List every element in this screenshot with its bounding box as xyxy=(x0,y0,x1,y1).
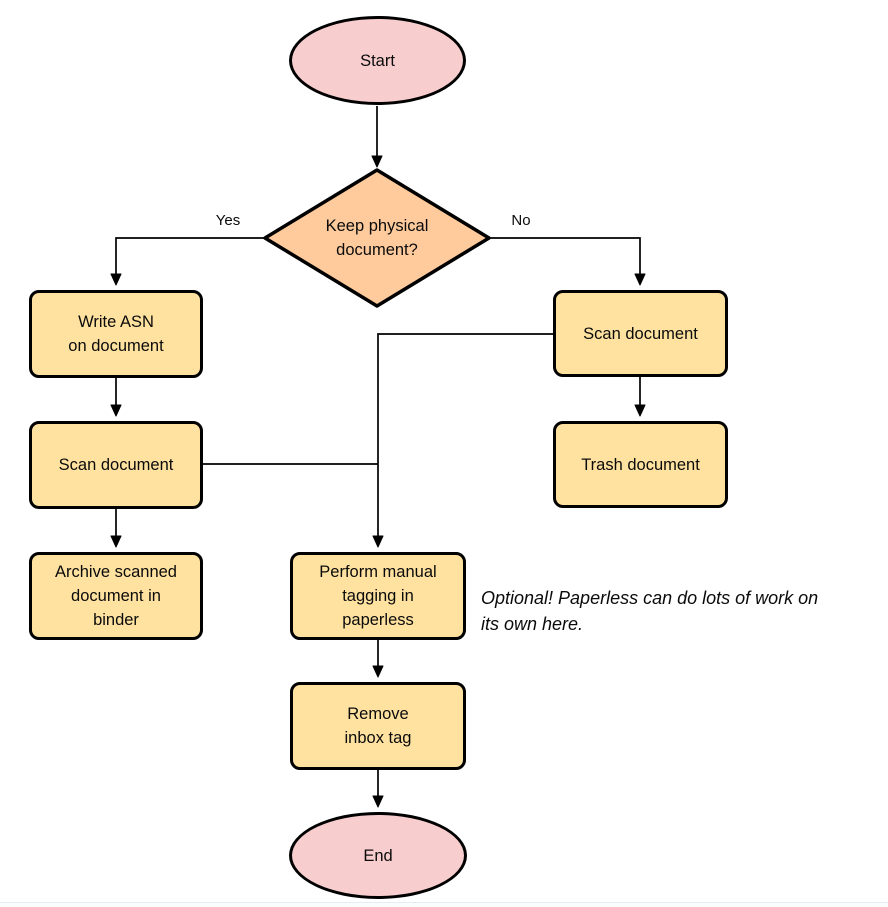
process-manual-tagging: Perform manual tagging in paperless xyxy=(290,552,466,640)
process-scan-document-right: Scan document xyxy=(553,290,728,377)
process-archive-document: Archive scanned document in binder xyxy=(29,552,203,640)
process-scan-document-left: Scan document xyxy=(29,421,203,509)
annotation-line-1: Optional! Paperless can do lots of work … xyxy=(481,588,819,608)
edge-scan-right-to-tagging xyxy=(372,333,553,548)
annotation-line-2: its own here. xyxy=(481,614,584,634)
edge-decision-yes-to-write-asn xyxy=(110,237,264,286)
process-trash-document: Trash document xyxy=(553,421,728,508)
decision-diamond-shape xyxy=(263,168,491,308)
process-remove-inbox-tag: Remove inbox tag xyxy=(290,682,466,770)
end-terminator: End xyxy=(289,812,467,899)
edge-decision-no-to-scan-right xyxy=(490,237,646,286)
edge-label-no: No xyxy=(511,212,531,229)
start-terminator: Start xyxy=(289,16,466,105)
process-write-asn: Write ASN on document xyxy=(29,290,203,378)
decision-label: Keep physical document? xyxy=(325,217,429,259)
page-bottom-divider xyxy=(0,902,888,907)
edge-label-yes: Yes xyxy=(215,212,241,229)
annotation-optional-note: Optional! Paperless can do lots of work … xyxy=(481,585,818,637)
